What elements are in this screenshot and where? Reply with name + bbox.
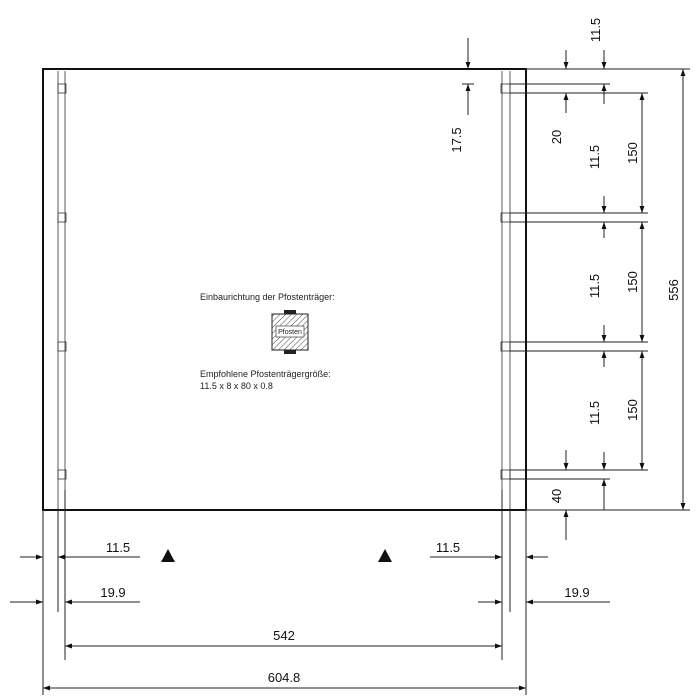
dim-17-5: 17.5 — [449, 127, 464, 152]
install-direction-text: Einbaurichtung der Pfostenträger: — [200, 292, 335, 302]
bottom-dimensions — [10, 490, 610, 695]
dim-150-b: 150 — [625, 271, 640, 293]
right-post-rails — [500, 71, 511, 509]
dim-right-11-5: 11.5 — [436, 540, 460, 555]
marker-triangle-left — [161, 549, 175, 562]
dim-150-a: 150 — [625, 142, 640, 164]
dim-150-c: 150 — [625, 399, 640, 421]
dim-top-11-5: 11.5 — [588, 18, 603, 42]
dim-slot-11-5-a: 11.5 — [587, 145, 602, 169]
recommended-size: 11.5 x 8 x 80 x 0.8 — [200, 381, 273, 391]
marker-triangle-right — [378, 549, 392, 562]
dim-40: 40 — [549, 489, 564, 503]
dim-slot-11-5-c: 11.5 — [587, 401, 602, 425]
dim-right-19-9: 19.9 — [564, 585, 589, 600]
dim-left-11-5: 11.5 — [106, 540, 130, 555]
left-post-rails — [57, 71, 67, 509]
dim-604-8: 604.8 — [268, 670, 301, 685]
dim-slot-11-5-b: 11.5 — [587, 274, 602, 298]
post-label: Pfosten — [278, 329, 302, 336]
dim-left-19-9: 19.9 — [100, 585, 125, 600]
recommended-title: Empfohlene Pfostenträgergröße: — [200, 369, 331, 379]
panel-outline — [42, 68, 527, 511]
dim-20: 20 — [549, 130, 564, 144]
bottom-dimension-labels: 11.5 11.5 19.9 19.9 542 604.8 — [100, 540, 589, 685]
dim-542: 542 — [273, 628, 295, 643]
install-note: Einbaurichtung der Pfostenträger: Pfoste… — [200, 292, 335, 391]
right-dimension-labels: 11.5 17.5 20 11.5 150 11.5 150 11.5 150 … — [449, 18, 681, 503]
dim-556: 556 — [666, 279, 681, 301]
right-dimensions — [462, 38, 690, 540]
